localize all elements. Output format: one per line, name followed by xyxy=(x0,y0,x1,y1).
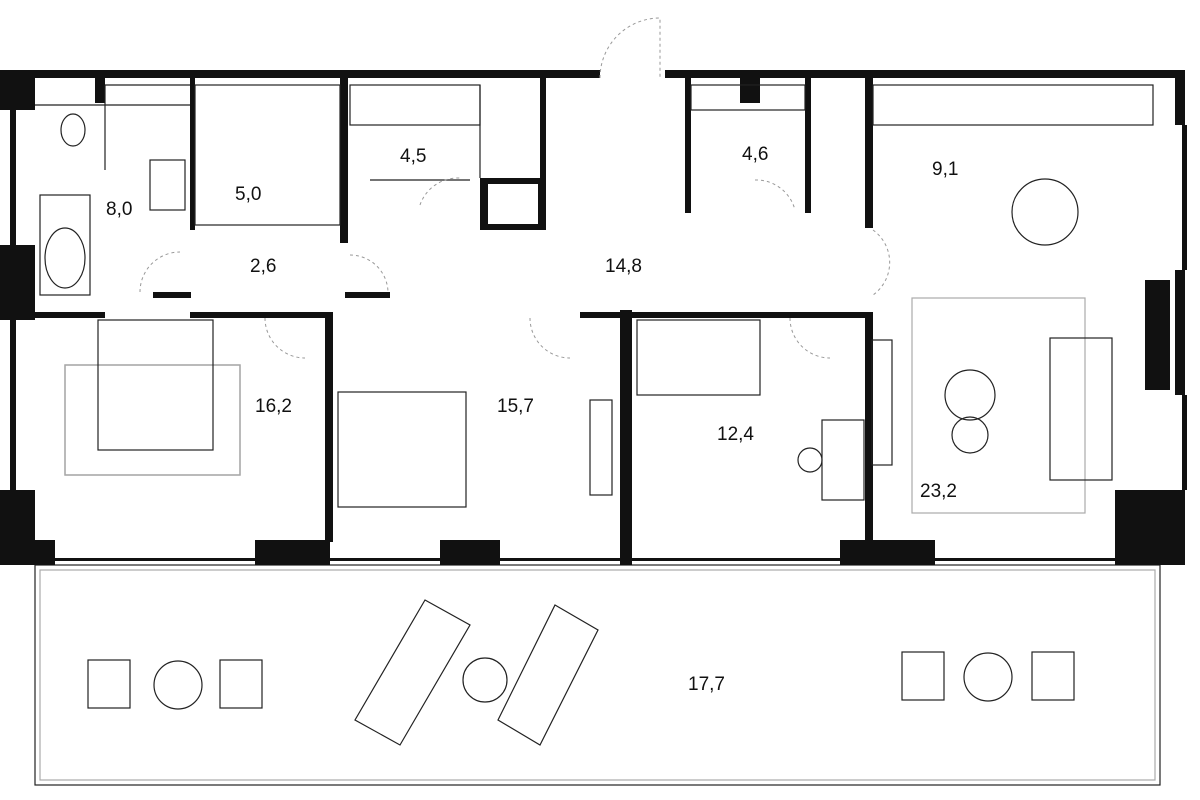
room-area-bedroom-2: 15,7 xyxy=(497,396,534,417)
terrace-outline xyxy=(34,564,1161,786)
room-area-kitchen: 9,1 xyxy=(932,159,958,180)
walls xyxy=(0,70,1187,565)
room-area-bathroom-1: 8,0 xyxy=(106,199,132,220)
room-area-bathroom-2: 4,5 xyxy=(400,146,426,167)
room-area-bedroom-3: 12,4 xyxy=(717,424,754,445)
room-area-hall: 14,8 xyxy=(605,256,642,277)
room-area-terrace: 17,7 xyxy=(688,674,725,695)
door-swings xyxy=(139,17,891,359)
room-area-wardrobe-1: 5,0 xyxy=(235,184,261,205)
terrace-furniture xyxy=(87,599,1075,746)
room-area-wardrobe-2: 4,6 xyxy=(742,144,768,165)
room-area-living-room: 23,2 xyxy=(920,481,957,502)
room-area-bedroom-1: 16,2 xyxy=(255,396,292,417)
room-area-corridor: 2,6 xyxy=(250,256,276,277)
partitions xyxy=(35,84,1154,514)
